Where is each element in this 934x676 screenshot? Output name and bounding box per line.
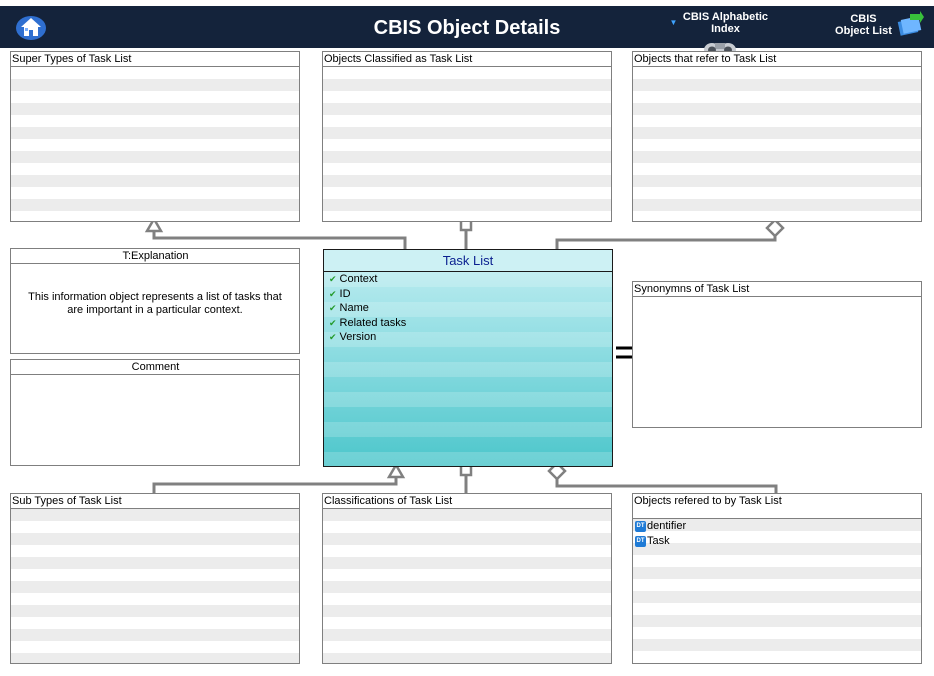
attribute-item[interactable]: ✔Context xyxy=(329,273,378,285)
sub-types-title: Sub Types of Task List xyxy=(11,494,299,509)
explanation-panel: T:Explanation This information object re… xyxy=(10,248,300,354)
object-name: Task List xyxy=(324,250,612,272)
refer-to-connector xyxy=(555,236,777,249)
sub-types-panel: Sub Types of Task List xyxy=(10,493,300,664)
object-list-button[interactable]: CBIS Object List xyxy=(830,11,928,43)
check-icon: ✔ xyxy=(329,317,337,328)
attribute-item[interactable]: ✔Related tasks xyxy=(329,316,407,329)
triangle-down-icon: ▼ xyxy=(669,18,678,27)
classifications-title: Classifications of Task List xyxy=(323,494,611,509)
check-icon: ✔ xyxy=(329,303,337,313)
entity-icon: DT xyxy=(635,535,646,547)
object-list-icon xyxy=(897,11,924,36)
refered-diamond-icon xyxy=(547,461,567,481)
attribute-item[interactable]: ✔Name xyxy=(329,302,369,314)
header-bar: CBIS Object Details ▼ CBIS Alphabetic In… xyxy=(0,6,934,57)
check-icon: ✔ xyxy=(329,332,337,342)
super-types-list xyxy=(11,67,299,221)
refered-to-by-connector xyxy=(555,478,778,494)
explanation-title: T:Explanation xyxy=(11,249,299,264)
home-button[interactable] xyxy=(14,13,48,41)
refer-to-panel: Objects that refer to Task List xyxy=(632,51,922,222)
synonyms-panel: Synonymns of Task List xyxy=(632,281,922,428)
object-list-label: CBIS Object List xyxy=(835,13,892,37)
home-icon xyxy=(16,16,46,40)
explanation-text: This information object represents a lis… xyxy=(28,291,282,316)
classifications-list xyxy=(323,509,611,663)
refer-to-list xyxy=(633,67,921,221)
classified-as-title: Objects Classified as Task List xyxy=(323,52,611,67)
subtype-connector xyxy=(152,477,398,494)
refered-to-by-title: Objects refered to by Task List xyxy=(633,494,921,519)
task-list-object-box[interactable]: Task List ✔Context ✔ID ✔Name ✔Related ta… xyxy=(323,249,613,467)
sub-types-list xyxy=(11,509,299,663)
comment-panel: Comment xyxy=(10,359,300,466)
super-types-title: Super Types of Task List xyxy=(11,52,299,67)
classified-as-list xyxy=(323,67,611,221)
subtype-triangle-icon xyxy=(386,462,406,479)
check-icon: ✔ xyxy=(329,274,337,284)
entity-icon: DT xyxy=(635,520,646,532)
aggregation-diamond-icon xyxy=(765,218,785,238)
attribute-item[interactable]: ✔Version xyxy=(329,331,377,343)
classifications-panel: Classifications of Task List xyxy=(322,493,612,664)
check-icon: ✔ xyxy=(329,288,337,299)
refered-to-by-list xyxy=(633,519,921,663)
generalization-triangle-icon xyxy=(144,216,164,233)
super-types-panel: Super Types of Task List xyxy=(10,51,300,222)
refer-to-title: Objects that refer to Task List xyxy=(633,52,921,67)
attribute-item[interactable]: ✔ID xyxy=(329,287,351,300)
comment-title: Comment xyxy=(11,360,299,375)
supertype-connector xyxy=(152,229,407,249)
alphabetic-index-label: CBIS Alphabetic Index xyxy=(682,11,769,35)
synonyms-title: Synonymns of Task List xyxy=(633,282,921,297)
classified-as-panel: Objects Classified as Task List xyxy=(322,51,612,222)
